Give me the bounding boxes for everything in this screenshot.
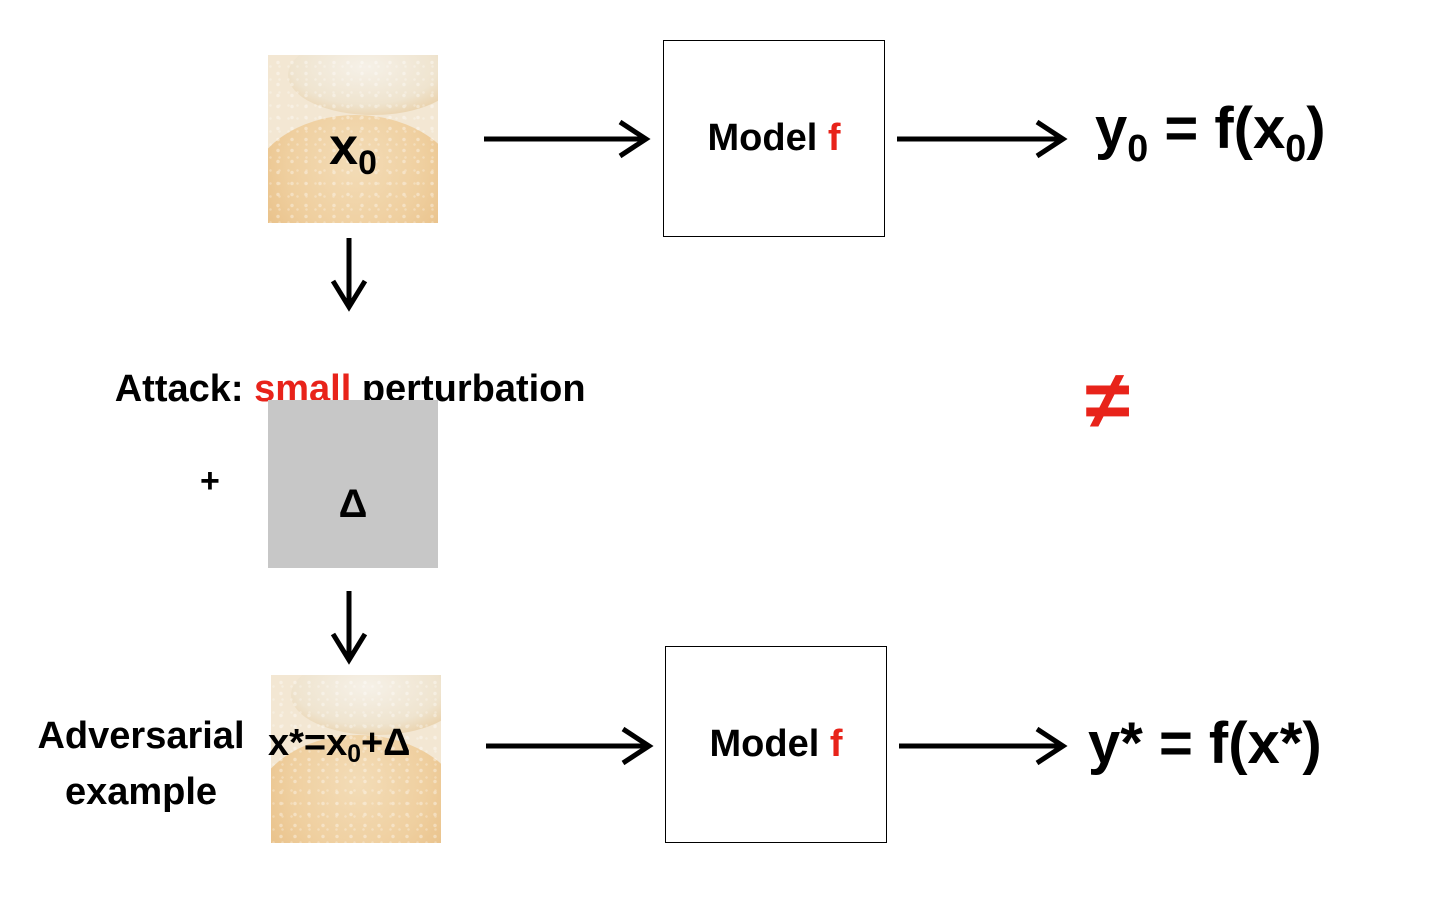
- input-image: x0: [268, 55, 438, 223]
- plus-sign: +: [200, 462, 220, 500]
- adversarial-image-label: x*=x0+Δ: [268, 722, 411, 769]
- bagel-seeds: [271, 675, 441, 843]
- arrow-adversarial-to-model: [486, 726, 654, 766]
- arrow-down-delta: [330, 591, 368, 665]
- perturbation-label: Δ: [338, 482, 368, 526]
- input-image-label: x0: [329, 118, 377, 183]
- model-box-top: Model f: [663, 40, 885, 237]
- model-box-bottom: Model f: [665, 646, 887, 843]
- model-bottom-label: Model f: [709, 723, 843, 765]
- output-bottom-equation: y* = f(x*): [1088, 711, 1322, 776]
- not-equal-symbol: ≠: [1085, 355, 1131, 446]
- adversarial-label-line2: example: [64, 771, 218, 813]
- bagel-main-shape: [271, 735, 441, 843]
- bagel-main-shape: [268, 115, 438, 223]
- adversarial-image: [271, 675, 441, 843]
- output-top-equation: y0 = f(x0): [1095, 96, 1326, 170]
- adversarial-label-line1: Adversarial: [37, 715, 245, 757]
- attack-label: Attack: small perturbation: [114, 368, 586, 410]
- model-top-label: Model f: [707, 117, 841, 159]
- arrow-input-to-model: [484, 119, 651, 159]
- arrow-down-input: [330, 238, 368, 312]
- arrow-model-to-output-top: [897, 119, 1068, 159]
- adversarial-label: Adversarial example: [30, 708, 252, 820]
- arrow-model-to-output-bottom: [899, 726, 1068, 766]
- perturbation-image: Δ: [268, 400, 438, 568]
- bagel-seeds: [268, 55, 438, 223]
